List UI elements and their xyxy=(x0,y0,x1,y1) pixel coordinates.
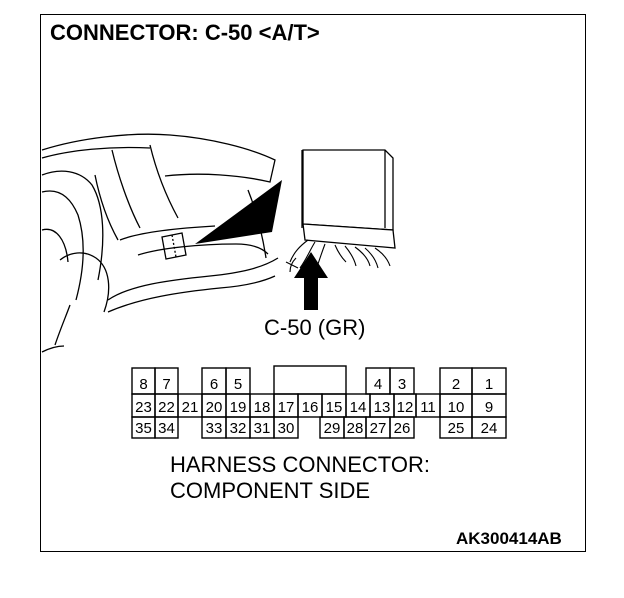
pin-cell xyxy=(389,416,415,439)
pin-label: 4 xyxy=(374,376,382,393)
diagram-title: CONNECTOR: C-50 <A/T> xyxy=(50,20,320,45)
pin-label: 16 xyxy=(302,399,319,416)
pin-label: 20 xyxy=(206,399,223,416)
pin-label: 33 xyxy=(206,420,223,437)
pin-label: 28 xyxy=(347,420,364,437)
up-arrow-icon xyxy=(294,252,328,310)
pin-cell xyxy=(471,416,507,439)
pin-label: 9 xyxy=(485,399,493,416)
connector-label: C-50 (GR) xyxy=(264,315,366,340)
pointer-wedge xyxy=(195,180,282,244)
pin-label: 30 xyxy=(278,420,295,437)
caption-line-2: COMPONENT SIDE xyxy=(170,478,371,503)
pin-label: 6 xyxy=(210,376,218,393)
dashboard-drawing xyxy=(41,133,279,353)
wire-harness xyxy=(285,239,391,273)
pin-label: 3 xyxy=(398,376,406,393)
ecu-unit xyxy=(301,149,396,249)
pin-label: 19 xyxy=(230,399,247,416)
pin-label: 34 xyxy=(158,420,175,437)
pin-label: 1 xyxy=(485,376,493,393)
pin-label: 32 xyxy=(230,420,247,437)
pin-label: 5 xyxy=(234,376,242,393)
figure-code: AK300414AB xyxy=(456,529,562,548)
caption-line-1: HARNESS CONNECTOR: xyxy=(170,452,430,477)
pin-label: 2 xyxy=(452,376,460,393)
pin-label: 12 xyxy=(397,399,414,416)
location-marker xyxy=(161,232,187,260)
pin-label: 26 xyxy=(394,420,411,437)
pin-label: 11 xyxy=(420,399,436,416)
pin-label: 18 xyxy=(254,399,271,416)
pin-label: 17 xyxy=(278,399,295,416)
pin-label: 8 xyxy=(139,376,147,393)
connector-key xyxy=(273,365,347,395)
pin-cell xyxy=(273,416,299,439)
pin-label: 35 xyxy=(135,420,152,437)
pin-label: 13 xyxy=(374,399,391,416)
pin-cell xyxy=(154,416,179,439)
pin-label: 27 xyxy=(370,420,387,437)
pin-label: 29 xyxy=(324,420,341,437)
pin-label: 7 xyxy=(162,376,170,393)
pin-label: 31 xyxy=(254,420,271,437)
pin-label: 25 xyxy=(448,420,465,437)
pin-label: 24 xyxy=(481,420,498,437)
pin-label: 10 xyxy=(448,399,465,416)
pin-label: 15 xyxy=(326,399,343,416)
pin-label: 21 xyxy=(182,399,199,416)
pin-label: 14 xyxy=(350,399,367,416)
pin-label: 22 xyxy=(158,399,175,416)
pin-label: 23 xyxy=(135,399,152,416)
